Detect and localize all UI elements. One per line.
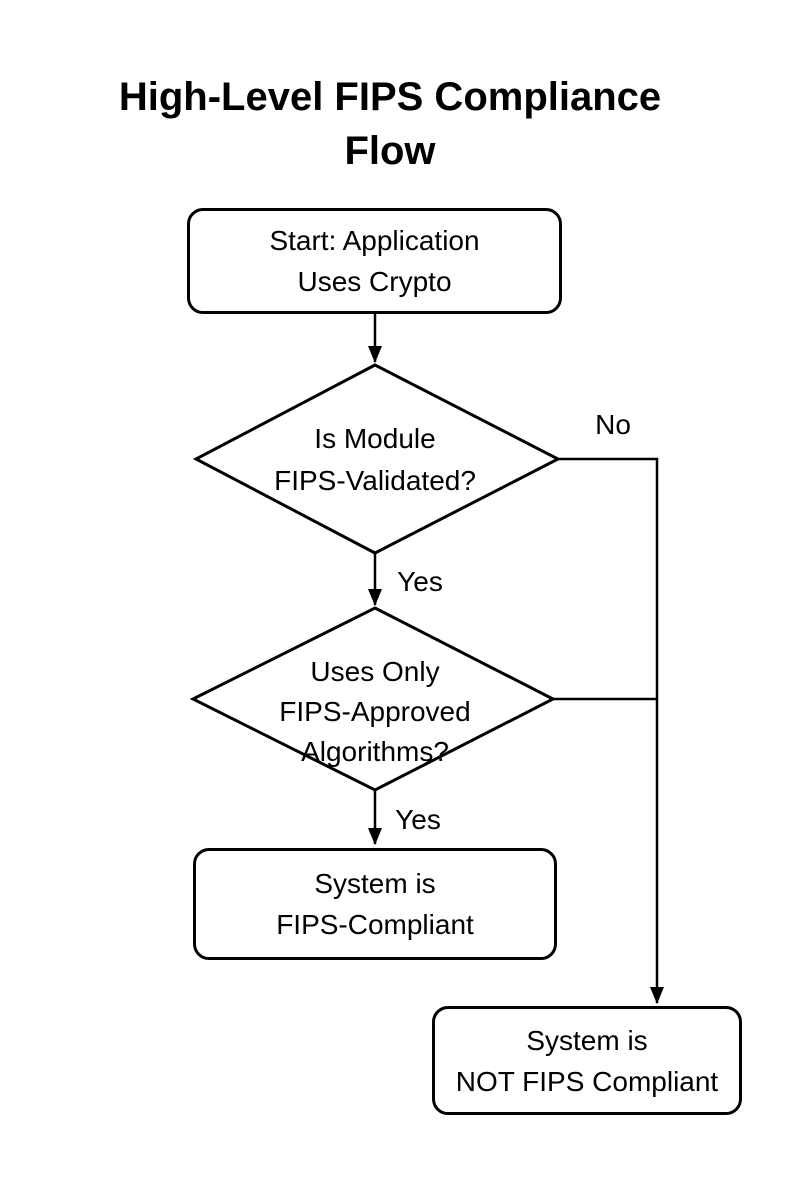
node-start-label: Start: Application Uses Crypto: [269, 225, 480, 297]
node-not-compliant-label: System is NOT FIPS Compliant: [455, 1024, 719, 1097]
node-compliant-label: System is FIPS-Compliant: [276, 868, 474, 940]
node-not-compliant: System is NOT FIPS Compliant: [432, 1006, 742, 1115]
node-start: Start: Application Uses Crypto: [187, 208, 562, 314]
decision2-diamond: [189, 606, 557, 792]
edge-label-yes-1: Yes: [397, 566, 443, 597]
edge-decision1-no: [558, 457, 664, 1004]
node-decision2-label: Uses Only FIPS-Approved Algorithms?: [279, 656, 471, 767]
node-decision1-label: Is Module FIPS-Validated?: [274, 423, 476, 496]
edge-label-yes-2: Yes: [395, 804, 441, 835]
edge-label-no: No: [595, 409, 631, 440]
decision1-diamond: [192, 363, 562, 555]
page-title: High-Level FIPS Compliance Flow: [118, 75, 662, 173]
node-compliant: System is FIPS-Compliant: [193, 848, 557, 960]
